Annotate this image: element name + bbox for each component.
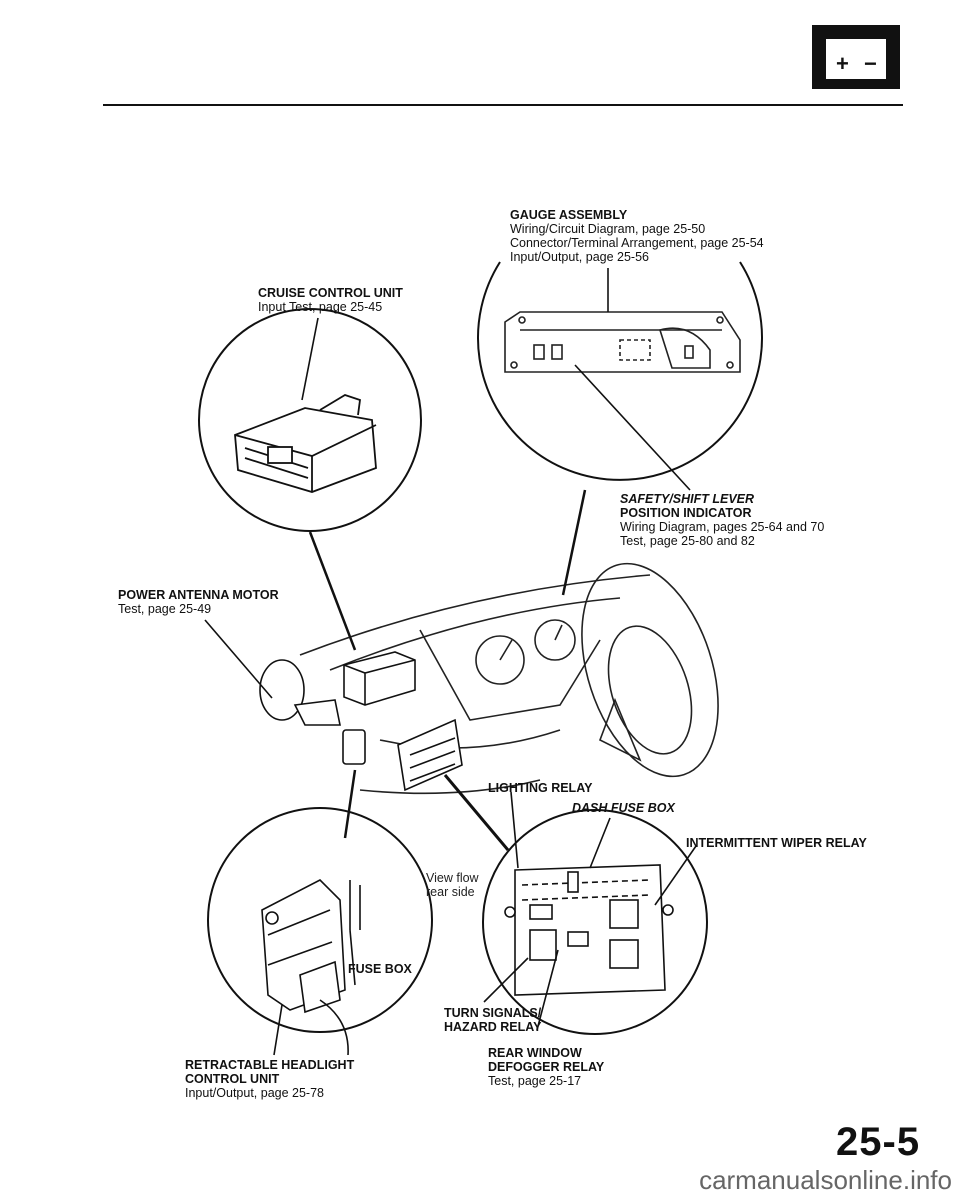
- gauge-assembly-label: GAUGE ASSEMBLY Wiring/Circuit Diagram, p…: [510, 208, 764, 264]
- gauge-line-1: Wiring/Circuit Diagram, page 25-50: [510, 222, 706, 236]
- defogger-line-1: Test, page 25-17: [488, 1074, 582, 1088]
- gauge-assembly-drawing: [504, 311, 741, 373]
- dashboard-drawing: [299, 562, 719, 795]
- dashfuse-leader: [589, 817, 611, 869]
- safety-line-2: Test, page 25-80 and 82: [620, 534, 755, 548]
- dash-fuse-title: DASH FUSE BOX: [572, 801, 675, 815]
- wiper-leader: [654, 845, 697, 906]
- watermark: carmanualsonline.info: [699, 1165, 952, 1195]
- fuse-box-title: FUSE BOX: [348, 962, 412, 976]
- gauge-detail-circle: [477, 261, 763, 481]
- wiper-title: INTERMITTENT WIPER RELAY: [686, 836, 867, 850]
- defogger-relay-label: REAR WINDOW DEFOGGER RELAY Test, page 25…: [488, 1046, 604, 1088]
- turn-signal-relay-label: TURN SIGNALS/ HAZARD RELAY: [444, 1006, 541, 1034]
- lighting-relay-label: LIGHTING RELAY: [488, 781, 592, 795]
- lighting-title: LIGHTING RELAY: [488, 781, 593, 795]
- retract-detail-circle: [207, 807, 433, 1033]
- turn-title-1: TURN SIGNALS/: [444, 1006, 542, 1020]
- safety-shift-label: SAFETY/SHIFT LEVER POSITION INDICATOR Wi…: [620, 492, 824, 548]
- safety-title-2: POSITION INDICATOR: [620, 506, 752, 520]
- cruise-title: CRUISE CONTROL UNIT: [258, 286, 403, 300]
- power-antenna-label: POWER ANTENNA MOTOR Test, page 25-49: [118, 588, 279, 616]
- defogger-title-2: DEFOGGER RELAY: [488, 1060, 605, 1074]
- cruise-control-label: CRUISE CONTROL UNIT Input Test, page 25-…: [258, 286, 403, 314]
- fusebox-leader: [349, 929, 356, 986]
- gauge-line-3: Input/Output, page 25-56: [510, 250, 649, 264]
- retractable-headlight-label: RETRACTABLE HEADLIGHT CONTROL UNIT Input…: [185, 1058, 354, 1100]
- view-from-rear-note: View flow rear side: [426, 871, 479, 899]
- cruise-control-unit-drawing: [234, 394, 377, 493]
- fuse-box-detail-drawing: [504, 864, 674, 996]
- gauge-line-2: Connector/Terminal Arrangement, page 25-…: [510, 236, 764, 250]
- header-rule: [103, 104, 903, 106]
- battery-minus: −: [864, 51, 877, 76]
- defogger-leader: [536, 949, 559, 1031]
- safety-line-1: Wiring Diagram, pages 25-64 and 70: [620, 520, 825, 534]
- turn-title-2: HAZARD RELAY: [444, 1020, 542, 1034]
- cruise-detail-circle: [198, 308, 422, 532]
- fuse-detail-circle: [482, 809, 708, 1035]
- dash-fuse-box-label: DASH FUSE BOX: [572, 801, 675, 815]
- fuse-box-label: FUSE BOX: [348, 962, 412, 976]
- wiper-relay-label: INTERMITTENT WIPER RELAY: [686, 836, 867, 850]
- view-line-2: rear side: [426, 885, 475, 899]
- cruise-leader: [301, 317, 319, 401]
- dash-components-drawing: [259, 651, 463, 792]
- gauge-title: GAUGE ASSEMBLY: [510, 208, 628, 222]
- safety-leader: [574, 364, 691, 491]
- leader-lines: [204, 268, 697, 1056]
- view-line-1: View flow: [426, 871, 479, 885]
- turn-leader: [483, 957, 529, 1003]
- antenna-line-1: Test, page 25-49: [118, 602, 212, 616]
- cruise-line-1: Input Test, page 25-45: [258, 300, 383, 314]
- retract-leader: [273, 1004, 283, 1056]
- page-number: 25-5: [836, 1120, 921, 1164]
- safety-title-1: SAFETY/SHIFT LEVER: [620, 492, 755, 506]
- antenna-title: POWER ANTENNA MOTOR: [118, 588, 279, 602]
- retract-line-1: Input/Output, page 25-78: [185, 1086, 324, 1100]
- retractable-unit-drawing: [261, 879, 361, 1056]
- antenna-leader: [204, 619, 273, 699]
- retract-title-2: CONTROL UNIT: [185, 1072, 280, 1086]
- lighting-leader: [510, 791, 519, 869]
- defogger-title-1: REAR WINDOW: [488, 1046, 582, 1060]
- retract-title-1: RETRACTABLE HEADLIGHT: [185, 1058, 355, 1072]
- battery-icon: + −: [812, 25, 900, 89]
- battery-plus: +: [836, 51, 849, 76]
